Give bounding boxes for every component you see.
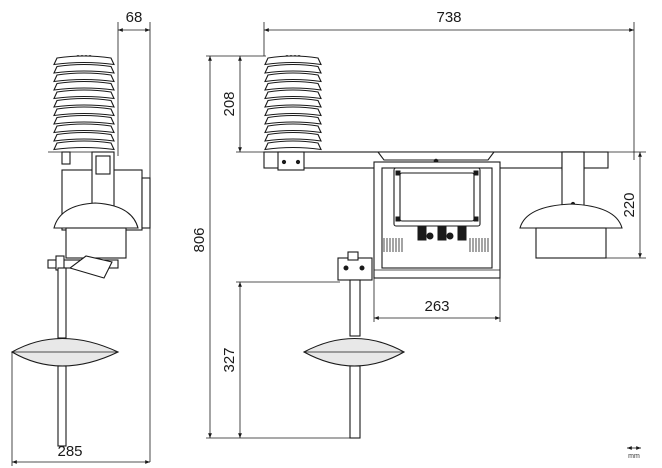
side-enclosure-edge — [141, 177, 151, 229]
dim-shield-height: 208 — [221, 91, 238, 116]
dim-enclosure-width: 263 — [424, 298, 449, 315]
shield-plate — [264, 123, 322, 134]
front-clamp — [337, 257, 373, 281]
front-dimensions: 738 806 208 220 263 327 — [191, 9, 646, 439]
dim-lower-height: 327 — [221, 347, 238, 372]
front-vent-right — [469, 238, 489, 252]
side-dimensions: 68 285 — [11, 9, 151, 466]
unit-label: mm — [628, 453, 640, 460]
front-radiation-shield-icon — [264, 55, 322, 151]
front-rain-bracket — [561, 151, 585, 209]
shield-plate — [264, 55, 322, 66]
side-mast-lower — [57, 365, 67, 447]
front-view — [263, 55, 623, 439]
front-rain-cup-icon — [519, 203, 623, 229]
side-mast-upper — [57, 267, 67, 339]
shield-plate — [53, 72, 115, 83]
unit-indicator: mm — [627, 446, 641, 460]
shield-plate — [53, 55, 115, 66]
shield-plate — [53, 89, 115, 100]
shield-plate — [53, 123, 115, 134]
front-logger-lid — [399, 172, 475, 222]
side-rain-cup-icon — [53, 202, 139, 229]
front-enclosure-hood — [376, 151, 496, 161]
front-vent-left — [383, 238, 403, 252]
shield-plate — [264, 97, 322, 108]
shield-plate — [264, 63, 322, 74]
shield-plate — [264, 106, 322, 117]
shield-plate — [53, 106, 115, 117]
front-mast-upper — [349, 279, 361, 337]
shield-plate — [53, 114, 115, 125]
shield-plate — [53, 131, 115, 142]
shield-plate — [53, 80, 115, 91]
shield-plate — [264, 89, 322, 100]
side-cup-body — [65, 227, 127, 259]
side-radiation-shield-icon — [53, 55, 115, 151]
front-clamp-nut — [347, 251, 359, 261]
side-shield-stem — [61, 151, 71, 165]
shield-plate — [53, 63, 115, 74]
front-mast-lower — [349, 365, 361, 439]
shield-plate — [264, 80, 322, 91]
side-bracket-window — [95, 155, 111, 175]
dim-top-side: 68 — [126, 9, 143, 26]
shield-plate — [264, 131, 322, 142]
front-crossarm-block-left — [277, 151, 305, 171]
side-view — [10, 55, 151, 447]
dim-right-sensor-height: 220 — [621, 192, 638, 217]
shield-plate — [264, 72, 322, 83]
front-rain-cup-body — [535, 227, 607, 259]
shield-plate — [53, 97, 115, 108]
dim-overall-width: 738 — [436, 9, 461, 26]
shield-plate — [264, 140, 322, 151]
dim-overall-height: 806 — [191, 227, 208, 252]
dim-side-width: 285 — [57, 443, 82, 460]
shield-plate — [53, 140, 115, 151]
shield-plate — [264, 114, 322, 125]
side-clamp-plate — [68, 255, 113, 279]
